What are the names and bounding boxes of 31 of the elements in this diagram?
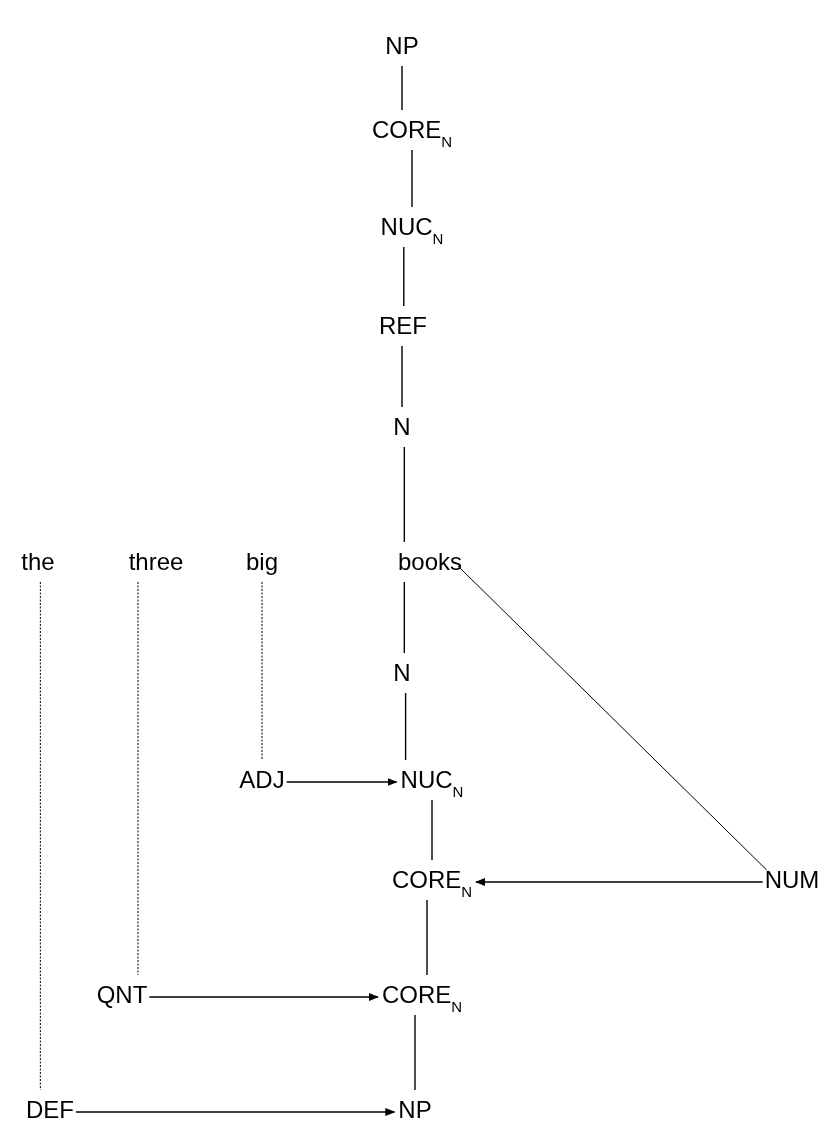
tree-label: N [393, 659, 411, 687]
tree-label: REF [379, 312, 427, 340]
connector-line [401, 65, 403, 111]
connector-line [404, 692, 407, 761]
connector-line [411, 149, 413, 208]
tree-label: DEF [26, 1096, 74, 1124]
tree-label: the [21, 548, 55, 576]
arrow [75, 1108, 396, 1116]
tree-label: big [246, 548, 278, 576]
tree-label: QNT [96, 981, 148, 1009]
connector-line [431, 799, 433, 861]
connector-line [403, 581, 405, 654]
connector-line [401, 345, 403, 408]
connector-line [403, 446, 405, 543]
connector-line [137, 581, 139, 976]
tree-label: three [128, 548, 184, 576]
connector-line [457, 565, 768, 871]
tree-label: books [398, 548, 462, 576]
arrow [148, 993, 379, 1001]
connector-line [39, 581, 41, 1091]
tree-label: NP [385, 32, 419, 60]
connector-line [261, 581, 263, 761]
connector-line [403, 246, 405, 307]
tree-label: NUM [764, 866, 820, 894]
tree-label: NP [398, 1096, 432, 1124]
connector-line [426, 899, 428, 976]
arrow [475, 878, 764, 886]
tree-label: N [393, 413, 411, 441]
tree-label: ADJ [239, 766, 285, 794]
arrow [285, 778, 398, 786]
connector-line [414, 1014, 416, 1091]
